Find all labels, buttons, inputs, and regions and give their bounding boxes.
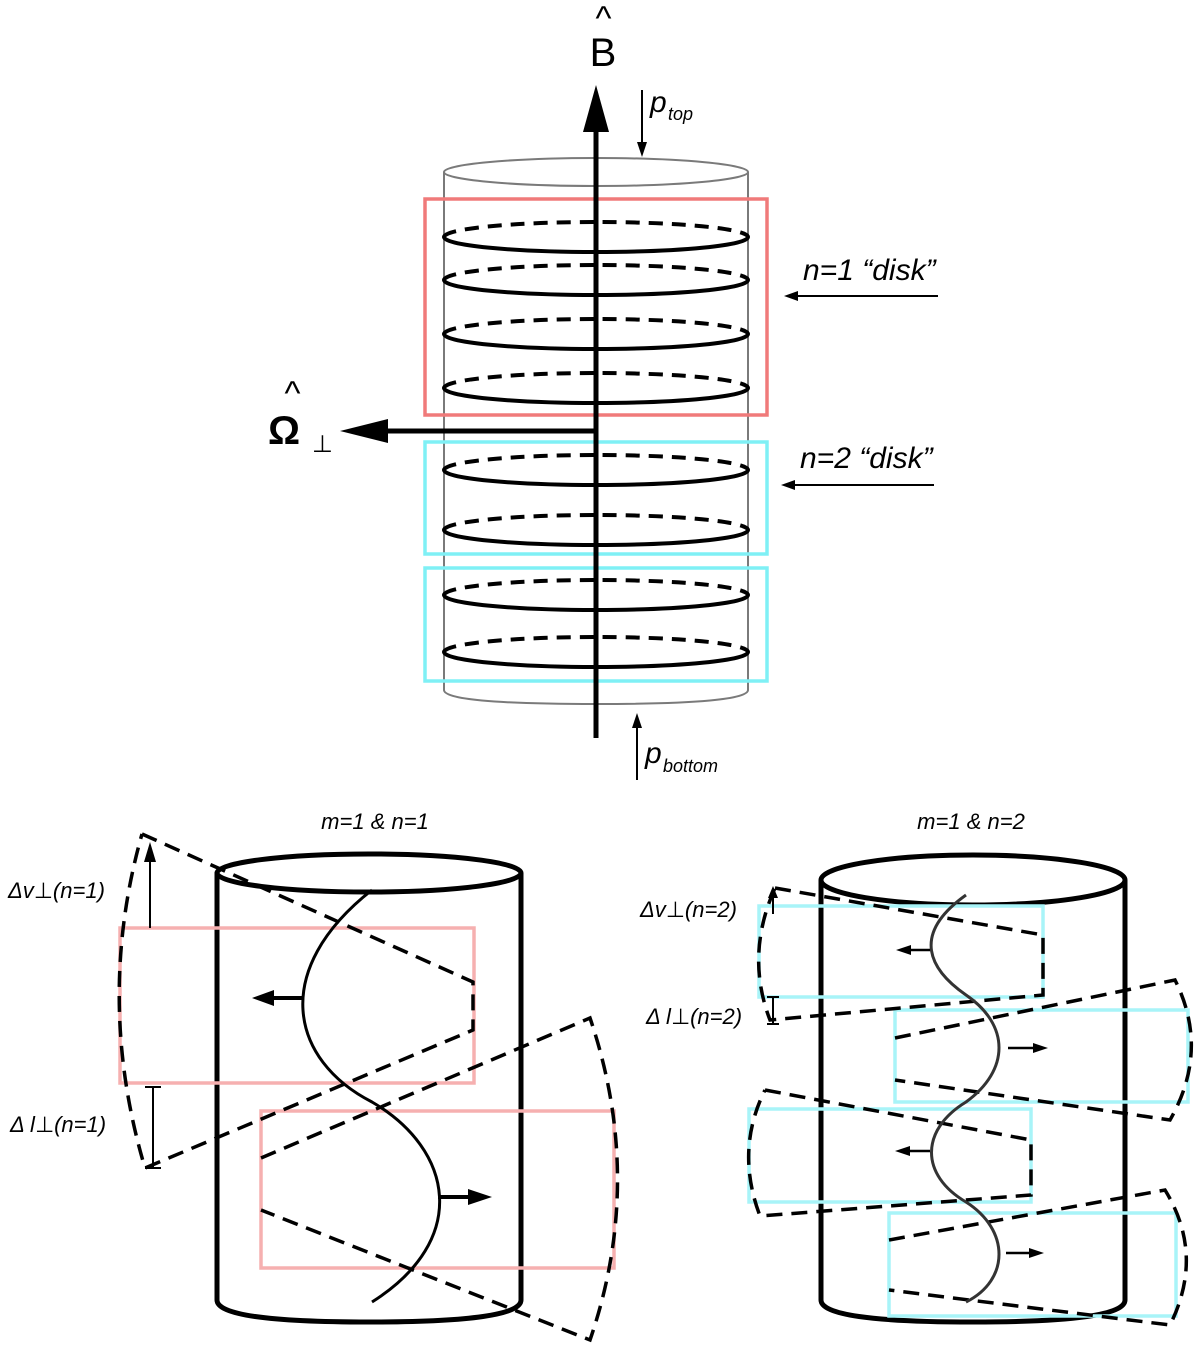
p-top-label: p [649,86,667,119]
displacement-arrow-right [438,1189,492,1205]
n2-disk-label: n=2 “disk” [800,442,935,475]
n2-box-3 [747,1107,1033,1204]
n1-disk-pointer [784,291,938,301]
b-field-axis-arrow [583,85,609,738]
omega-label: Ω [268,409,300,453]
dv-n1-arrow [144,842,156,928]
dl-n1-bracket [145,1086,161,1169]
n2-arrow-3 [895,1146,930,1156]
panel-right-title: m=1 & n=2 [917,809,1025,834]
top-figure: B ^ p top p bottom Ω ^ ⊥ n=1 “disk” n=2 … [268,0,938,780]
kink-curve-n1 [301,888,441,1304]
p-bottom-label: p [644,737,662,770]
cylinder-m1-n1 [214,851,524,1325]
n2-arrow-2 [1008,1043,1048,1053]
b-hat-label: B [590,31,617,75]
panel-left-title: m=1 & n=1 [321,809,429,834]
p-bottom-subscript: bottom [663,756,718,776]
n1-box-upper [118,926,476,1085]
dv-n1-label: Δv⊥(n=1) [7,878,105,903]
omega-perp-arrow [340,419,596,443]
n2-box-4 [887,1211,1178,1318]
n2-arrow-4 [1006,1248,1044,1258]
b-hat-caret: ^ [595,0,612,38]
n2-arrow-1 [896,945,930,955]
kink-curve-n2 [929,893,1001,1304]
dv-n2-arrow [768,886,778,914]
p-top-subscript: top [668,104,693,124]
p-bottom-arrow [632,713,642,780]
dv-n2-label: Δv⊥(n=2) [639,897,737,922]
dl-n2-bracket [767,996,779,1025]
omega-caret: ^ [284,375,301,413]
cylinder-m1-n2 [818,852,1128,1325]
n1-disk-label: n=1 “disk” [803,254,938,287]
p-top-arrow [637,90,647,157]
n2-disk-pointer [781,480,934,490]
dl-n1-label: Δ l⊥(n=1) [9,1112,106,1137]
n2-box-2 [893,1008,1190,1104]
panel-m1-n1: m=1 & n=1 [7,809,620,1343]
panel-m1-n2: m=1 & n=2 [639,809,1194,1327]
omega-subscript: ⊥ [312,431,333,458]
dl-n2-label: Δ l⊥(n=2) [645,1004,742,1029]
tilted-sectors-n2 [746,886,1194,1327]
displacement-arrow-left [252,990,302,1006]
n1-box-lower [259,1109,616,1270]
tilted-sectors-n1 [117,832,620,1343]
